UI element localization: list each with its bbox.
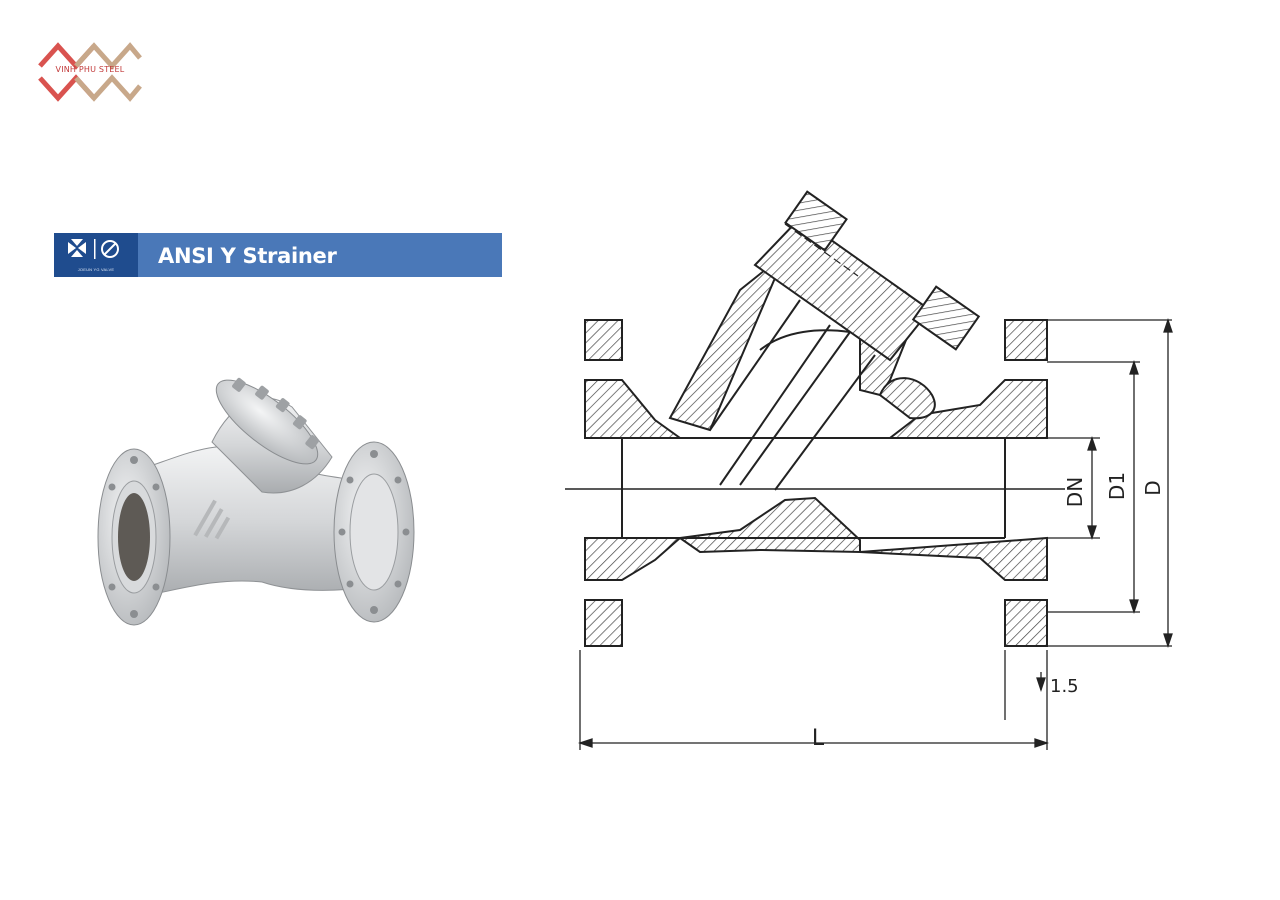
right-flange-bottom — [1004, 599, 1048, 647]
right-flange-top — [1004, 319, 1048, 361]
left-flange-bottom — [584, 599, 623, 647]
title-banner: JOEUN YG VALVE ANSI Y Strainer — [54, 233, 502, 277]
dimension-raised-face-label: 1.5 — [1050, 676, 1079, 697]
dimension-length-label: L — [812, 726, 825, 751]
manufacturer-logo: JOEUN YG VALVE — [54, 233, 138, 277]
y-strainer-photo-icon — [97, 377, 415, 626]
left-flange-top — [584, 319, 623, 361]
dimension-d1-label: D1 — [1105, 472, 1129, 500]
manufacturer-logo-icon — [68, 239, 119, 259]
brand-logo-text: VINH PHU STEEL — [55, 65, 125, 74]
dimension-d-label: D — [1141, 480, 1165, 495]
manufacturer-logo-caption: JOEUN YG VALVE — [77, 267, 115, 272]
dimension-dn-label: DN — [1063, 477, 1087, 507]
technical-drawing: L DN D1 D 1.5 — [560, 180, 1200, 770]
strainer-section-drawing: L DN D1 D 1.5 — [565, 190, 1173, 751]
y-strainer-photo — [92, 362, 422, 642]
brand-logo: VINH PHU STEEL — [36, 38, 144, 108]
banner-title: ANSI Y Strainer — [158, 244, 337, 268]
brand-logo-icon — [38, 42, 142, 102]
